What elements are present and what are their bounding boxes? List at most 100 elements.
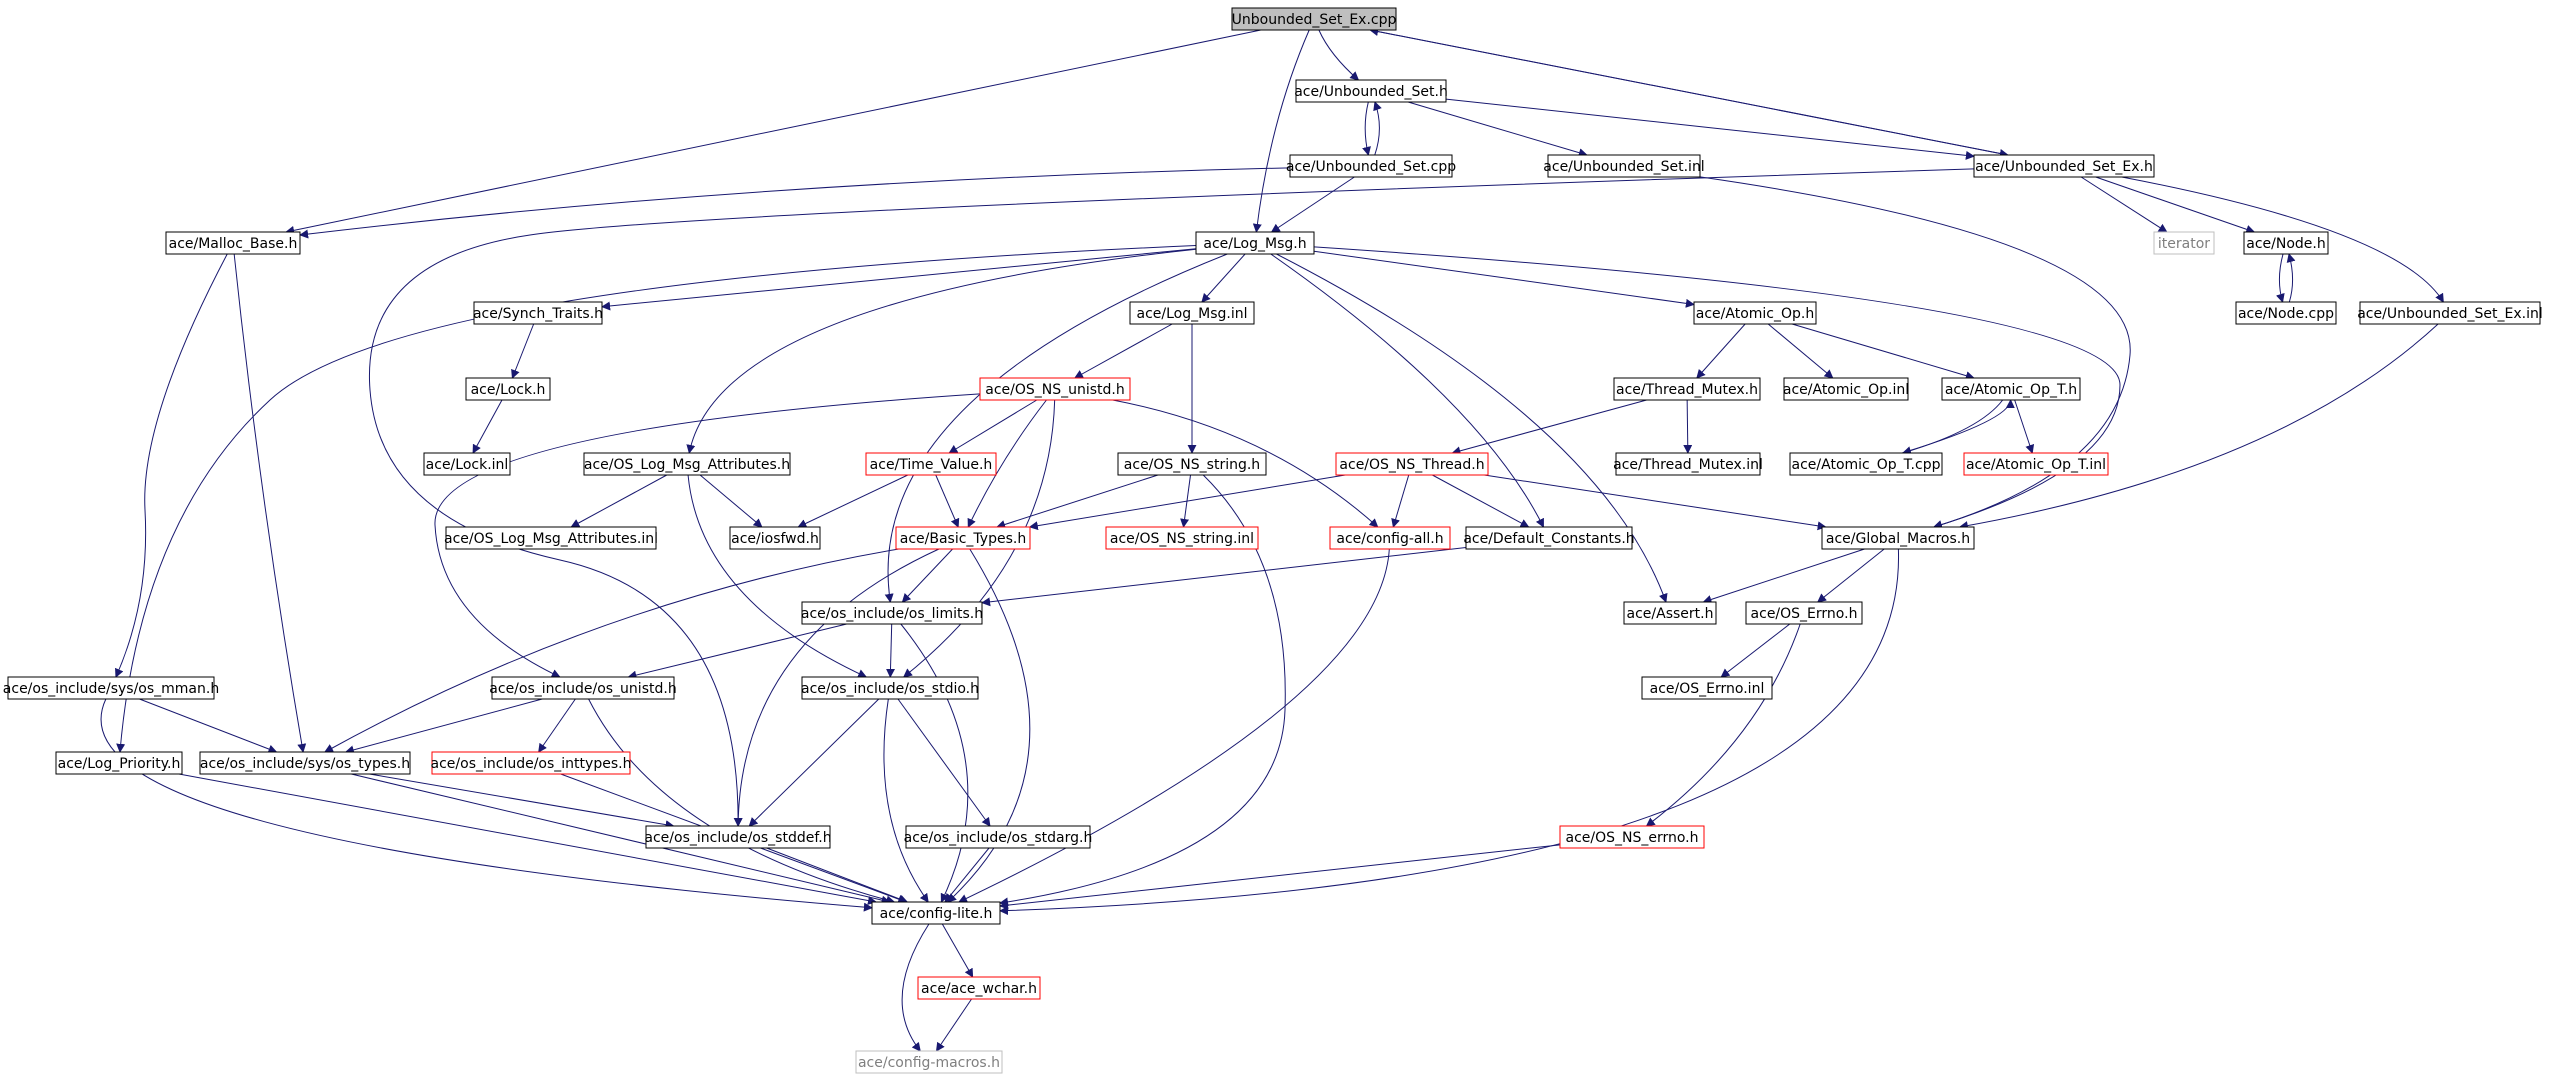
edge-log_msg_h-to-synch_traits_h — [601, 248, 1197, 311]
node-thread-mutex-h[interactable]: ace/Thread_Mutex.h — [1613, 377, 1761, 401]
node-label: ace/Atomic_Op_T.h — [1945, 382, 2077, 398]
edge-os_errno_h-to-os_errno_inl — [1720, 623, 1791, 678]
node-log-msg-h[interactable]: ace/Log_Msg.h — [1195, 231, 1315, 255]
node-os-errno-inl[interactable]: ace/OS_Errno.inl — [1641, 676, 1773, 700]
node-config-all-h[interactable]: ace/config-all.h — [1329, 526, 1451, 550]
edge-os_unistd_h-to-os_types_h — [344, 698, 543, 755]
node-unbounded-set-h[interactable]: ace/Unbounded_Set.h — [1294, 79, 1448, 103]
node-lock-h[interactable]: ace/Lock.h — [465, 377, 551, 401]
node-box — [871, 901, 1001, 925]
edge-atomic_op_t_h-to-atomic_op_t_inl — [2014, 399, 2035, 454]
edge-synch_traits_h-to-lock_h — [511, 323, 535, 379]
node-atomic-op-h[interactable]: ace/Atomic_Op.h — [1693, 301, 1817, 325]
node-label: ace/os_include/os_stddef.h — [644, 830, 831, 846]
node-unbounded-set-ex-inl[interactable]: ace/Unbounded_Set_Ex.inl — [2357, 301, 2543, 325]
node-unbounded-set-ex-h[interactable]: ace/Unbounded_Set_Ex.h — [1973, 154, 2155, 178]
node-atomic-op-t-inl[interactable]: ace/Atomic_Op_T.inl — [1963, 452, 2109, 476]
node-label: ace/os_include/os_unistd.h — [489, 681, 676, 697]
node-label: ace/Global_Macros.h — [1826, 531, 1970, 547]
edge-os_ns_string_h-to-basic_types_h — [996, 474, 1159, 529]
node-os-ns-string-inl[interactable]: ace/OS_NS_string.inl — [1105, 526, 1259, 550]
node-basic-types-h[interactable]: ace/Basic_Types.h — [895, 526, 1031, 550]
node-atomic-op-t-h[interactable]: ace/Atomic_Op_T.h — [1941, 377, 2081, 401]
edge-node_h-to-node_cpp — [2276, 253, 2285, 303]
edge-os_ns_unistd_h-to-config_all_h — [1112, 399, 1379, 528]
node-os-types-h[interactable]: ace/os_include/sys/os_types.h — [199, 751, 411, 775]
node-box — [2243, 231, 2329, 255]
node-box — [1783, 377, 1909, 401]
node-box — [1789, 452, 1943, 476]
node-unbounded-set-cpp[interactable]: ace/Unbounded_Set.cpp — [1286, 154, 1456, 178]
edge-root-to-log_msg_h — [1252, 29, 1310, 233]
edge-global_macros_h-to-assert_h — [1702, 548, 1865, 604]
node-config-macros-h[interactable]: ace/config-macros.h — [855, 1050, 1003, 1074]
node-synch-traits-h[interactable]: ace/Synch_Traits.h — [473, 301, 603, 325]
edge-time_value_h-to-basic_types_h — [935, 474, 960, 528]
node-box — [895, 526, 1031, 550]
node-unbounded-set-inl[interactable]: ace/Unbounded_Set.inl — [1543, 154, 1705, 178]
edge-os_unistd_h-to-os_inttypes_h — [538, 698, 576, 753]
node-label: ace/os_include/os_inttypes.h — [431, 756, 632, 772]
edge-log_msg_h-to-os_log_msg_attributes_h — [686, 248, 1197, 454]
node-time-value-h[interactable]: ace/Time_Value.h — [865, 452, 997, 476]
node-log-priority-h[interactable]: ace/Log_Priority.h — [55, 751, 183, 775]
node-os-unistd-h[interactable]: ace/os_include/os_unistd.h — [489, 676, 677, 700]
node-os-limits-h[interactable]: ace/os_include/os_limits.h — [801, 601, 983, 625]
edge-os_ns_errno_h-to-config_lite_h — [999, 844, 1561, 910]
node-atomic-op-t-cpp[interactable]: ace/Atomic_Op_T.cpp — [1789, 452, 1943, 476]
node-thread-mutex-inl[interactable]: ace/Thread_Mutex.inl — [1613, 452, 1763, 476]
node-iterator[interactable]: iterator — [2153, 231, 2215, 255]
node-box — [1615, 452, 1761, 476]
edge-basic_types_h-to-os_types_h — [324, 548, 899, 753]
node-os-log-msg-attributes-h[interactable]: ace/OS_Log_Msg_Attributes.h — [583, 452, 791, 476]
edge-lock_h-to-lock_inl — [472, 399, 503, 454]
node-box — [1821, 526, 1975, 550]
node-os-errno-h[interactable]: ace/OS_Errno.h — [1745, 601, 1863, 625]
node-os-log-msg-attributes-inl[interactable]: ace/OS_Log_Msg_Attributes.inl — [444, 526, 658, 550]
node-os-ns-string-h[interactable]: ace/OS_NS_string.h — [1117, 452, 1267, 476]
node-malloc-base-h[interactable]: ace/Malloc_Base.h — [165, 231, 301, 255]
node-global-macros-h[interactable]: ace/Global_Macros.h — [1821, 526, 1975, 550]
node-assert-h[interactable]: ace/Assert.h — [1623, 601, 1717, 625]
edge-os_errno_h-to-os_ns_errno_h — [1645, 623, 1801, 827]
node-box — [2235, 301, 2337, 325]
node-log-msg-inl[interactable]: ace/Log_Msg.inl — [1129, 301, 1255, 325]
node-lock-inl[interactable]: ace/Lock.inl — [423, 452, 511, 476]
edge-log_msg_h-to-os_limits_h — [884, 253, 1228, 603]
edge-os_ns_thread_h-to-global_macros_h — [1484, 474, 1827, 531]
node-label: ace/Atomic_Op.inl — [1783, 382, 1909, 398]
edge-config_lite_h-to-config_macros_h — [901, 923, 930, 1052]
node-config-lite-h[interactable]: ace/config-lite.h — [871, 901, 1001, 925]
node-os-stddef-h[interactable]: ace/os_include/os_stddef.h — [644, 825, 832, 849]
node-root[interactable]: Unbounded_Set_Ex.cpp — [1231, 7, 1397, 31]
node-os-ns-thread-h[interactable]: ace/OS_NS_Thread.h — [1335, 452, 1489, 476]
node-label: ace/Unbounded_Set.cpp — [1286, 159, 1456, 175]
node-node-h[interactable]: ace/Node.h — [2243, 231, 2329, 255]
node-box — [423, 452, 511, 476]
node-os-ns-unistd-h[interactable]: ace/OS_NS_unistd.h — [979, 377, 1131, 401]
node-os-mman-h[interactable]: ace/os_include/sys/os_mman.h — [3, 676, 219, 700]
node-os-inttypes-h[interactable]: ace/os_include/os_inttypes.h — [431, 751, 632, 775]
node-box — [583, 452, 791, 476]
edge-unbounded_set_h-to-unbounded_set_inl — [1407, 101, 1588, 158]
edge-os_stdarg_h-to-config_lite_h — [944, 847, 990, 903]
node-label: ace/OS_Log_Msg_Attributes.h — [584, 457, 790, 473]
edge-unbounded_set_ex_h-to-iterator — [2080, 176, 2168, 233]
node-ace-wchar-h[interactable]: ace/ace_wchar.h — [917, 976, 1041, 1000]
node-box — [1693, 301, 1817, 325]
edge-os_ns_unistd_h-to-os_unistd_h — [434, 393, 981, 678]
node-os-stdarg-h[interactable]: ace/os_include/os_stdarg.h — [904, 825, 1093, 849]
node-default-constants-h[interactable]: ace/Default_Constants.h — [1463, 526, 1635, 550]
node-os-stdio-h[interactable]: ace/os_include/os_stdio.h — [801, 676, 979, 700]
edge-os_stdio_h-to-config_lite_h — [883, 698, 929, 903]
node-label: ace/Unbounded_Set_Ex.h — [1975, 159, 2153, 175]
node-os-ns-errno-h[interactable]: ace/OS_NS_errno.h — [1559, 825, 1705, 849]
node-iosfwd-h[interactable]: ace/iosfwd.h — [729, 526, 821, 550]
node-node-cpp[interactable]: ace/Node.cpp — [2235, 301, 2337, 325]
node-box — [1117, 452, 1267, 476]
node-box — [1195, 231, 1315, 255]
node-box — [431, 751, 631, 775]
node-box — [1335, 452, 1489, 476]
edge-thread_mutex_h-to-thread_mutex_inl — [1683, 399, 1693, 454]
node-atomic-op-inl[interactable]: ace/Atomic_Op.inl — [1783, 377, 1909, 401]
